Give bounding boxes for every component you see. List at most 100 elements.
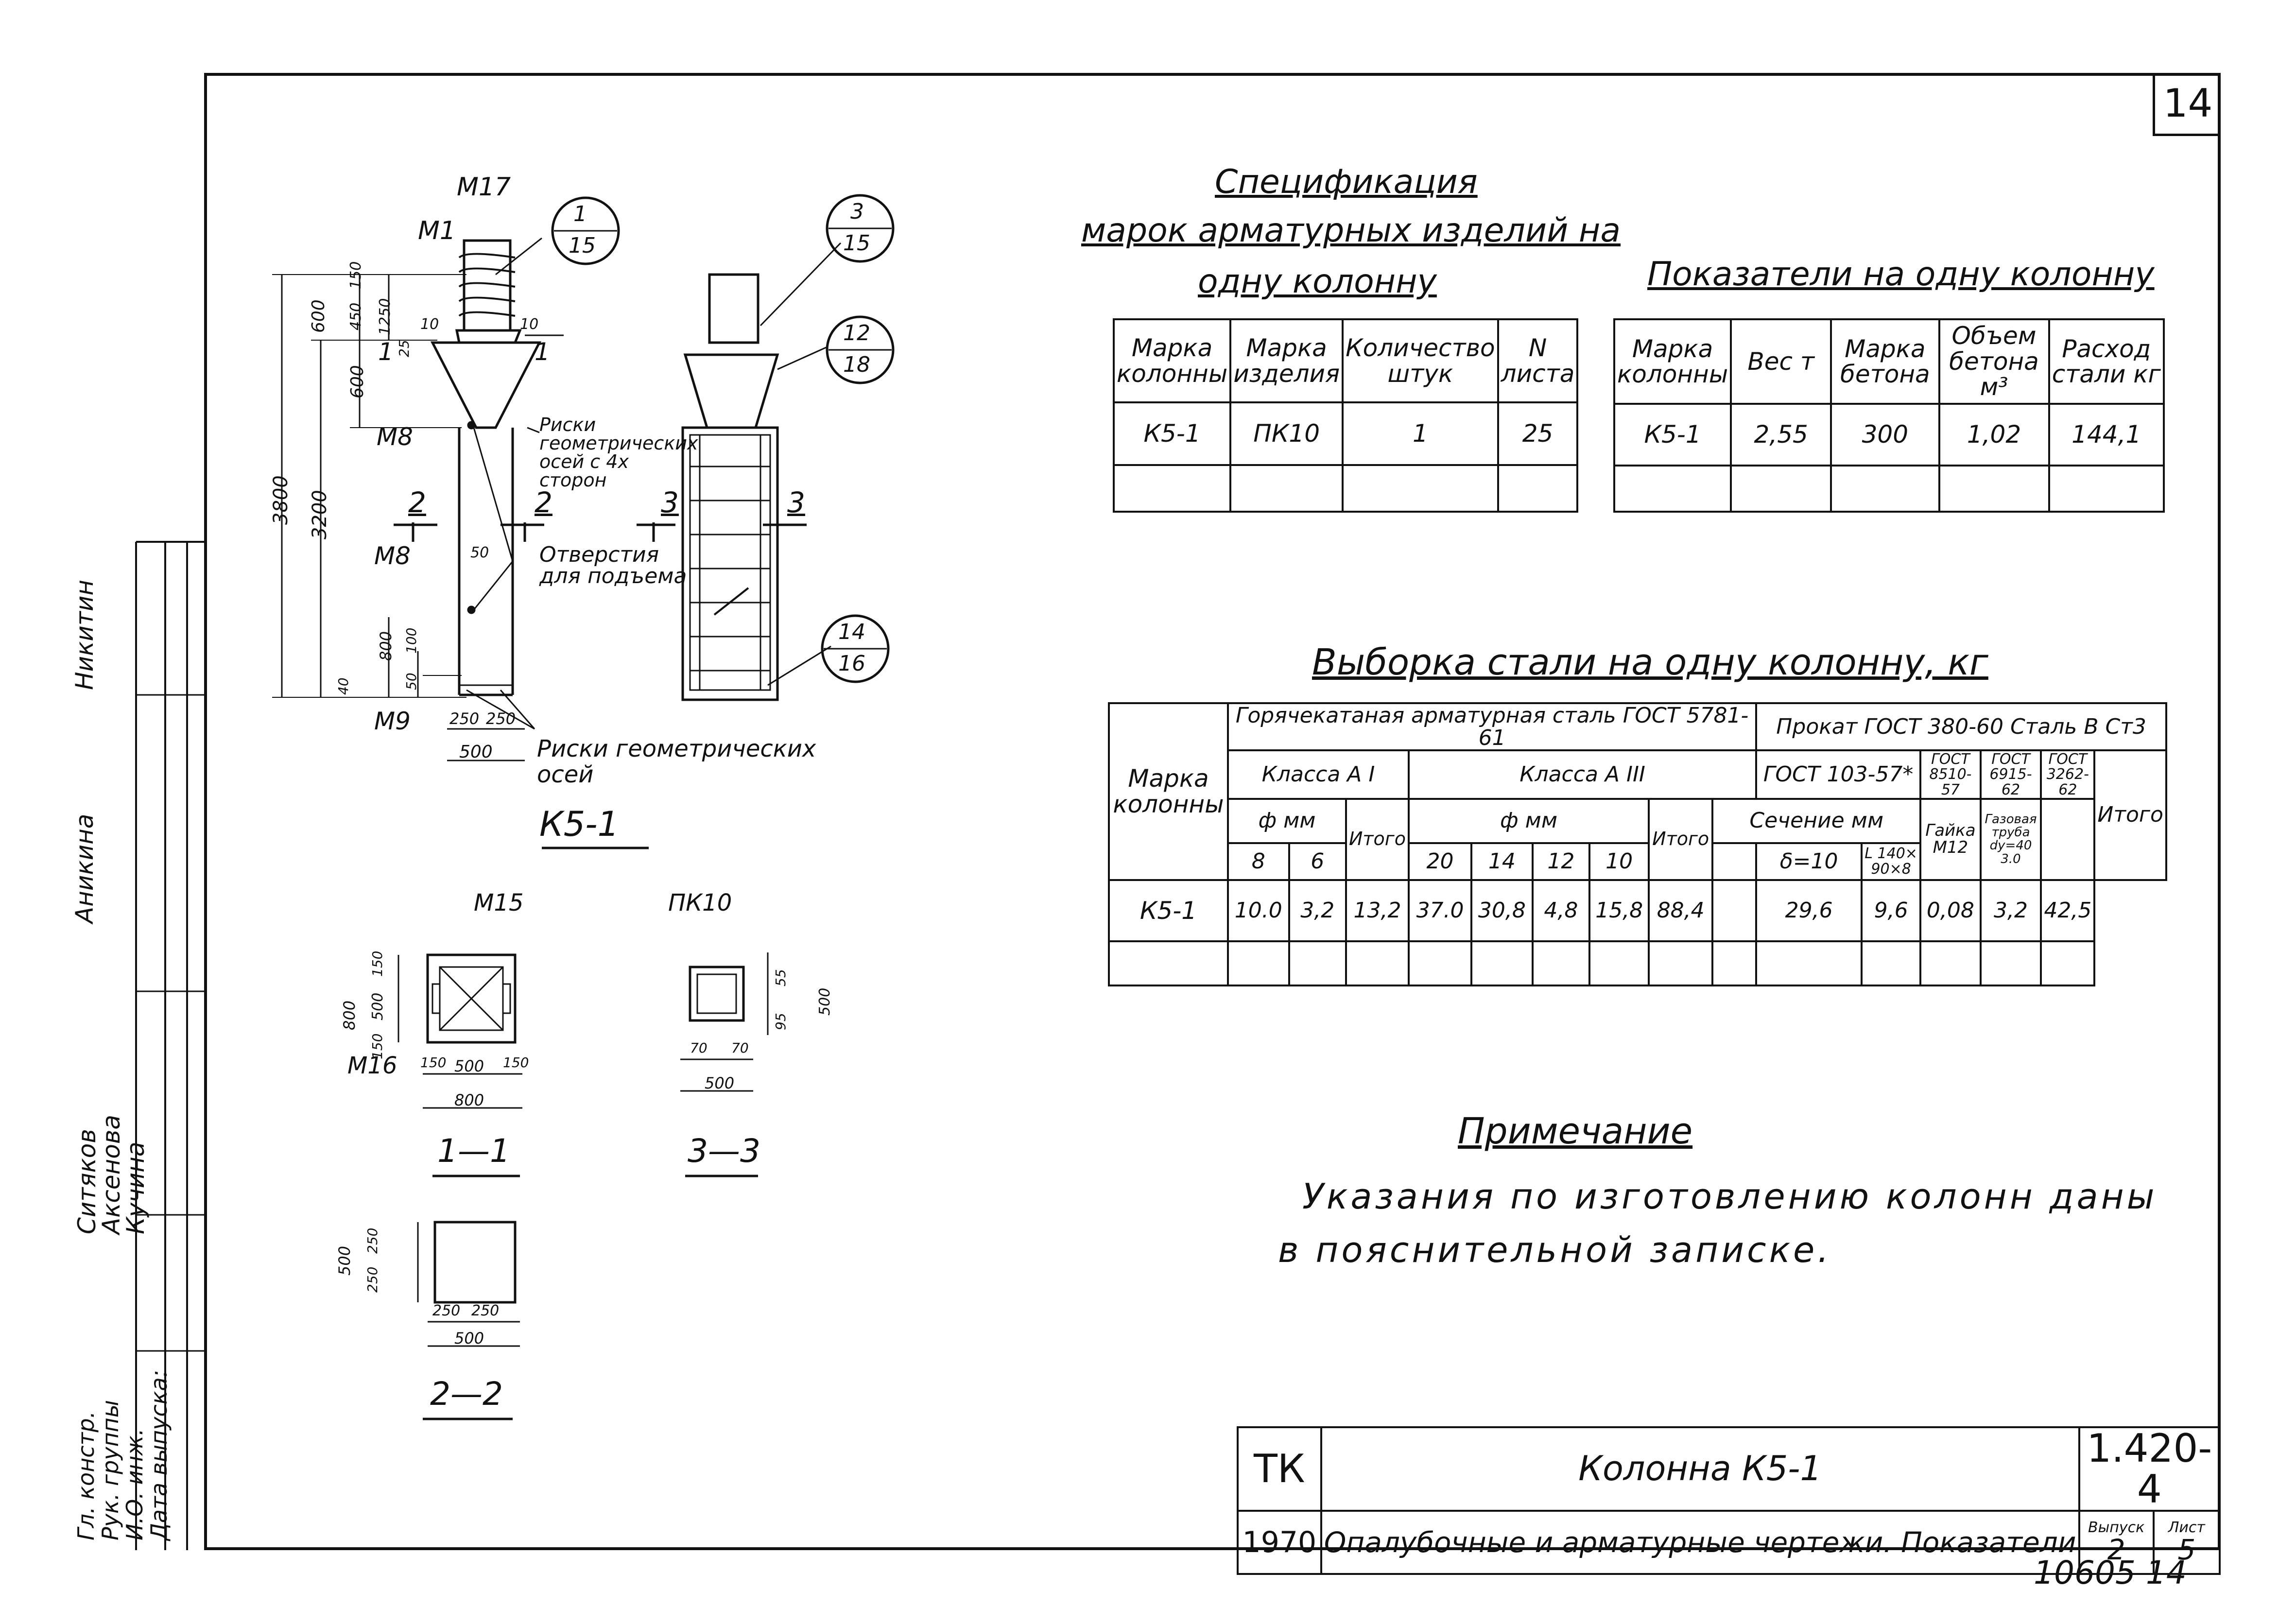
dim-600-a: 600 xyxy=(309,299,328,333)
dim-s1-150-a: 150 xyxy=(369,950,385,977)
steel-h-mark: Марка колонны xyxy=(1108,702,1229,881)
steel-cell xyxy=(1711,879,1758,943)
indicators-title: Показатели на одну колонну xyxy=(1647,255,2155,294)
drawing-frame xyxy=(204,73,2221,1550)
table-row xyxy=(1112,464,1579,513)
stamp-year: 1970 xyxy=(1237,1510,1322,1575)
steel-h-nut: Гайка М12 xyxy=(1919,797,1982,881)
dim-100: 100 xyxy=(403,627,419,654)
steel-cell: 42,5 xyxy=(2040,879,2096,943)
dim-50: 50 xyxy=(470,544,489,561)
ind-h-mark: Марка колонны xyxy=(1613,318,1732,405)
steel-h-phi-a3: ф мм xyxy=(1407,797,1650,844)
riski2-label: Риски геометрических осей xyxy=(537,735,816,788)
dim-25: 25 xyxy=(396,340,412,357)
caption-k5-1: К5-1 xyxy=(539,804,620,844)
dim-3800: 3800 xyxy=(270,475,292,525)
steel-h-d8: 8 xyxy=(1227,842,1290,881)
callout-2-den: 15 xyxy=(843,231,870,256)
dim-10-b: 10 xyxy=(520,316,539,333)
ind-cell xyxy=(1830,464,1940,513)
dim-s1-800: 800 xyxy=(340,1000,359,1030)
dim-3200: 3200 xyxy=(309,490,331,539)
cut-3-left: 3 xyxy=(661,486,679,519)
spec-h-qty: Количество штук xyxy=(1342,318,1499,404)
steel-title: Выборка стали на одну колонну, кг xyxy=(1312,641,1988,683)
callout-1-num: 1 xyxy=(573,202,587,226)
mark-m1: М1 xyxy=(418,216,456,245)
dim-s3-55: 55 xyxy=(773,969,789,986)
stamp-tk: ТК xyxy=(1237,1426,1322,1512)
otv-label: Отверстия для подъема xyxy=(539,542,687,588)
steel-cell: 15,8 xyxy=(1588,879,1650,943)
callout-4-den: 16 xyxy=(838,651,865,676)
note-title: Примечание xyxy=(1458,1110,1693,1152)
ind-cell xyxy=(1730,464,1832,513)
dim-s1-500: 500 xyxy=(369,992,386,1020)
ind-cell: 300 xyxy=(1830,403,1940,467)
ind-h-steel: Расход стали кг xyxy=(2048,318,2165,405)
callout-3-num: 12 xyxy=(843,321,870,346)
spec-table: Марка колонны Марка изделия Количество ш… xyxy=(1112,318,1579,513)
dim-40: 40 xyxy=(335,677,351,695)
caption-section-3-3: 3—3 xyxy=(688,1132,760,1170)
ind-cell xyxy=(1613,464,1732,513)
spec-title-2: марок арматурных изделий на xyxy=(1081,211,1621,250)
strip-role-4: Дата выпуска: xyxy=(146,1369,172,1540)
mark-m17: М17 xyxy=(457,173,511,202)
steel-h-prokat-total: Итого xyxy=(2093,749,2167,881)
dim-s3-500-w: 500 xyxy=(705,1074,735,1092)
mark-m16: М16 xyxy=(347,1052,397,1079)
spec-cell: 1 xyxy=(1342,401,1499,466)
strip-name-5: Аникина xyxy=(70,813,99,923)
mark-m8-bottom: М8 xyxy=(374,542,411,570)
dim-1250: 1250 xyxy=(377,298,394,335)
mark-m8-top: М8 xyxy=(377,423,413,451)
steel-cell: 29,6 xyxy=(1755,879,1863,943)
ind-cell xyxy=(2048,464,2165,513)
steel-cell: 30,8 xyxy=(1470,879,1534,943)
mark-m15: М15 xyxy=(474,889,524,916)
dim-10-a: 10 xyxy=(420,316,439,333)
ind-cell: 1,02 xyxy=(1938,403,2050,467)
ind-cell: 144,1 xyxy=(2048,403,2165,467)
dim-s1-800-w: 800 xyxy=(454,1091,484,1109)
ind-cell: 2,55 xyxy=(1730,403,1832,467)
steel-h-gost3262: ГОСТ 3262-62 xyxy=(2040,749,2096,800)
strip-role-1: Гл. констр. xyxy=(73,1411,99,1540)
callout-1-den: 15 xyxy=(569,233,596,258)
cut-3-right: 3 xyxy=(787,486,805,519)
dim-s2-250-d: 250 xyxy=(471,1302,500,1319)
steel-h-phi-a1: ф мм xyxy=(1227,797,1347,844)
spec-cell: ПК10 xyxy=(1229,401,1344,466)
indicators-table: Марка колонны Вес т Марка бетона Объем б… xyxy=(1613,318,2165,513)
stamp-list-label: Лист xyxy=(2168,1519,2205,1536)
steel-h-pipe: Газовая труба dу=40 3.0 xyxy=(1979,797,2042,881)
stamp-vyp-label: Выпуск xyxy=(2088,1519,2145,1536)
ind-cell: К5-1 xyxy=(1613,403,1732,467)
stamp-title: Колонна К5-1 xyxy=(1320,1426,2080,1512)
note-line-2: в пояснительной записке. xyxy=(1278,1229,1832,1270)
dim-450: 450 xyxy=(347,302,364,330)
steel-cell-mark: К5-1 xyxy=(1108,879,1229,943)
cut-1-right: 1 xyxy=(535,338,550,366)
steel-h-a3-total: Итого xyxy=(1648,797,1714,881)
steel-cell: 37.0 xyxy=(1407,879,1473,943)
callout-2-num: 3 xyxy=(850,199,864,224)
steel-cell: 13,2 xyxy=(1345,879,1410,943)
spec-cell xyxy=(1497,464,1579,513)
ind-h-concrete: Марка бетона xyxy=(1830,318,1940,405)
steel-h-gost6915: ГОСТ 6915-62 xyxy=(1979,749,2042,800)
sheet-number: 14 xyxy=(2153,73,2221,136)
dim-50-b: 50 xyxy=(403,673,419,690)
steel-h-d6: 6 xyxy=(1288,842,1347,881)
steel-cell: 88,4 xyxy=(1648,879,1714,943)
table-row: К5-1 ПК10 1 25 xyxy=(1112,401,1579,466)
spec-title-3: одну колонну xyxy=(1198,262,1437,301)
left-strip-lines xyxy=(135,541,204,1550)
steel-cell: 3,2 xyxy=(1288,879,1347,943)
steel-h-a3: Класса А III xyxy=(1407,749,1758,800)
strip-role-3: И.О. инж. xyxy=(121,1428,148,1540)
spec-cell: 25 xyxy=(1497,401,1579,466)
title-block: ТК Колонна К5-1 1.420-4 1970 Опалубочные… xyxy=(1237,1426,2221,1575)
